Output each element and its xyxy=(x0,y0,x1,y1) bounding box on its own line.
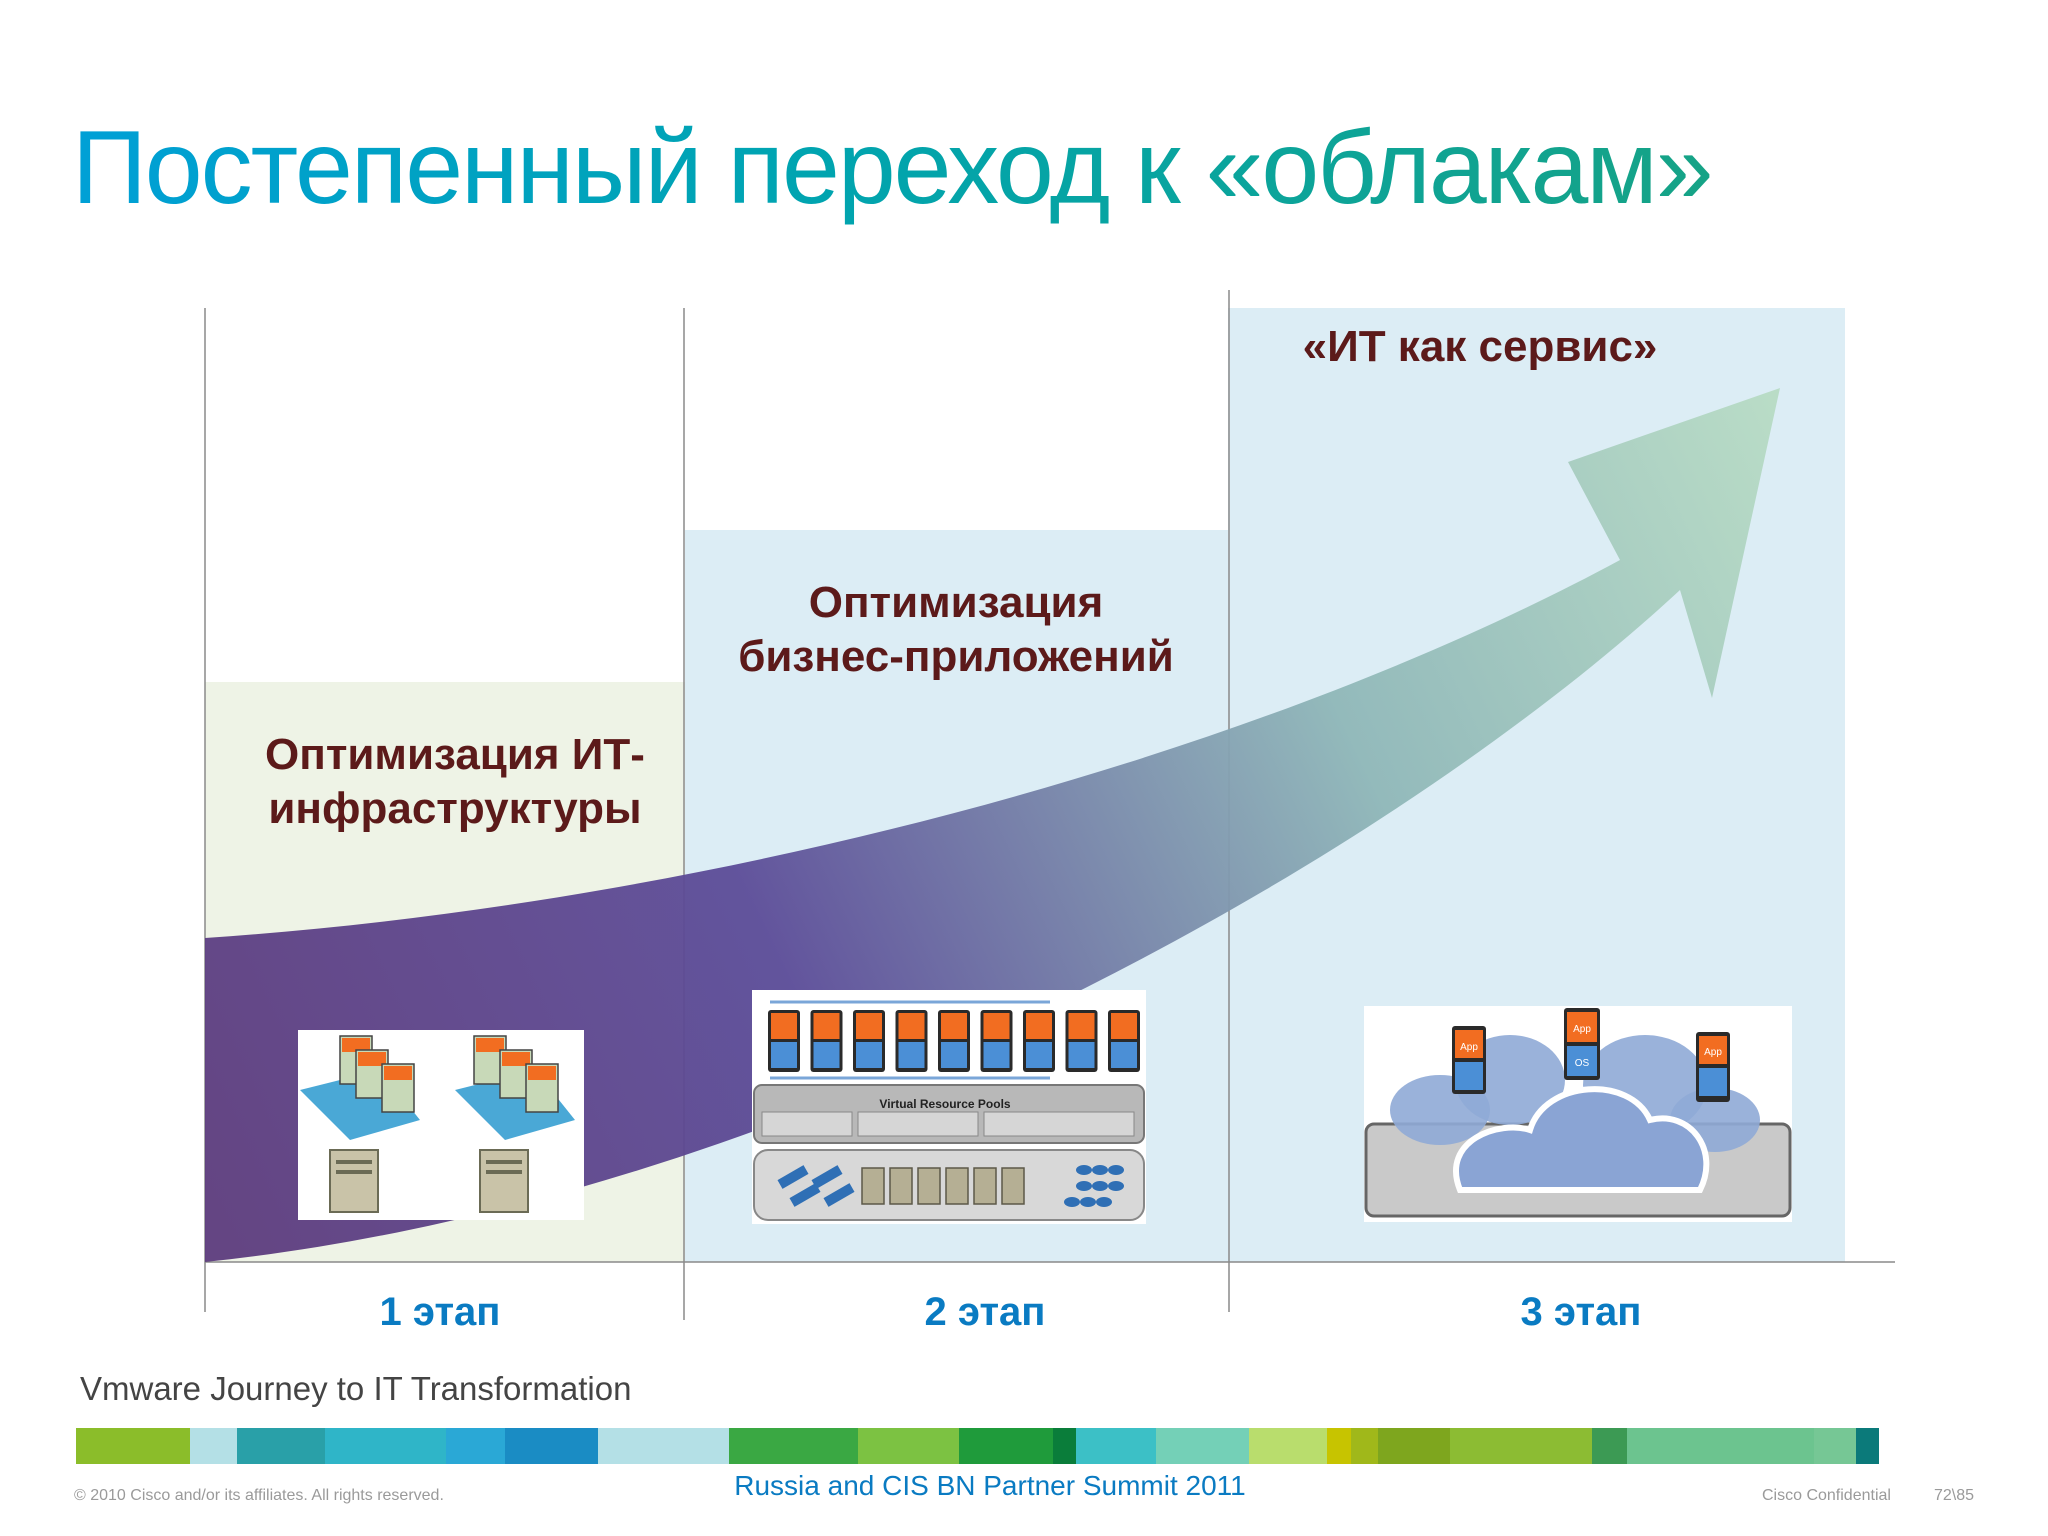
footer-confidential: Cisco Confidential xyxy=(1762,1487,1891,1504)
svg-text:OS: OS xyxy=(1575,1058,1590,1069)
virtual-resource-pools-image: Virtual Resource Pools xyxy=(752,990,1146,1224)
footer-summit: Russia and CIS BN Partner Summit 2011 xyxy=(734,1470,1246,1501)
color-bar-segment xyxy=(324,1428,447,1464)
color-bar-segment xyxy=(1450,1428,1593,1464)
stage2-title: Оптимизация бизнес-приложений xyxy=(700,576,1212,684)
color-bar-segment xyxy=(1155,1428,1249,1464)
color-bar-segment xyxy=(1076,1428,1156,1464)
page-number: 72\85 xyxy=(1934,1487,1975,1504)
footer-color-bar xyxy=(76,1428,1974,1464)
color-bar-segment xyxy=(1326,1428,1352,1464)
color-bar-segment xyxy=(1626,1428,1815,1464)
stage3-label: 3 этап xyxy=(1520,1290,1642,1334)
svg-text:App: App xyxy=(1704,1047,1722,1058)
color-bar-segment xyxy=(1814,1428,1857,1464)
diagram-caption: Vmware Journey to IT Transformation xyxy=(80,1370,632,1407)
slide-title: Постепенный переход к «облакам» xyxy=(72,110,1714,226)
color-bar-segment xyxy=(446,1428,505,1464)
server-virtualization-image xyxy=(298,1030,584,1220)
color-bar-segment xyxy=(597,1428,671,1464)
color-bar-segment xyxy=(189,1428,238,1464)
color-bar-segment xyxy=(1248,1428,1327,1464)
stage1-title-line1: Оптимизация ИТ- xyxy=(265,730,645,779)
stage1-title: Оптимизация ИТ- инфраструктуры xyxy=(215,728,695,836)
footer-copyright: © 2010 Cisco and/or its affiliates. All … xyxy=(74,1487,444,1504)
color-bar-segment xyxy=(76,1428,190,1464)
color-bar-segment xyxy=(1592,1428,1627,1464)
stage1-label: 1 этап xyxy=(379,1290,501,1334)
growth-arrow xyxy=(205,388,1780,1262)
stage2-title-line1: Оптимизация xyxy=(808,578,1104,627)
pool-label: Virtual Resource Pools xyxy=(879,1097,1010,1111)
stage1-title-line2: инфраструктуры xyxy=(268,784,642,833)
stage2-label: 2 этап xyxy=(924,1290,1046,1334)
color-bar-segment xyxy=(1856,1428,1879,1464)
color-bar-segment xyxy=(1351,1428,1378,1464)
stage3-title-line1: «ИТ как сервис» xyxy=(1302,322,1658,371)
stage2-title-line2: бизнес-приложений xyxy=(738,632,1174,681)
stage3-title: «ИТ как сервис» xyxy=(1250,320,1710,374)
svg-text:App: App xyxy=(1573,1024,1591,1035)
color-bar-segment xyxy=(504,1428,598,1464)
color-bar-segment xyxy=(958,1428,1054,1464)
color-bar-segment xyxy=(237,1428,325,1464)
color-bar-segment xyxy=(1377,1428,1451,1464)
svg-text:App: App xyxy=(1460,1042,1478,1053)
color-bar-segment xyxy=(857,1428,959,1464)
color-bar-segment xyxy=(728,1428,858,1464)
cloud-image: App App OS App xyxy=(1364,1006,1792,1222)
color-bar-segment xyxy=(1053,1428,1077,1464)
color-bar-segment xyxy=(670,1428,729,1464)
